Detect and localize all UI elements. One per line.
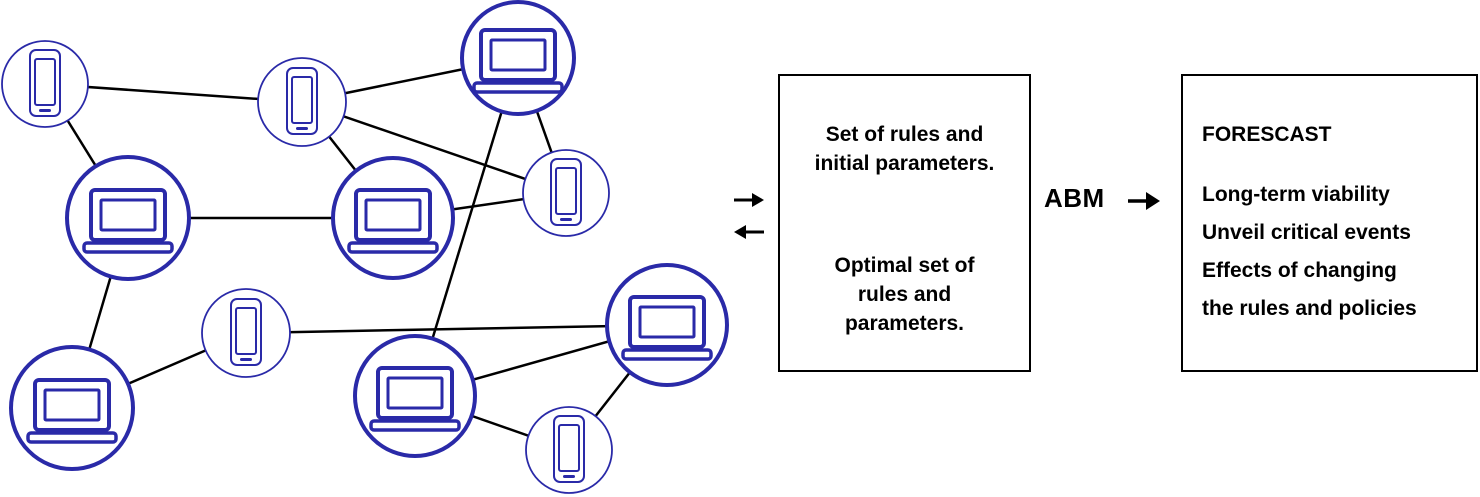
laptop-icon [472,28,564,94]
laptop-icon [621,295,713,361]
laptop-icon [26,378,118,444]
rules-box: Set of rules and initial parameters. Opt… [778,74,1031,372]
text-line: Set of rules and [825,123,984,146]
network-edge [245,323,668,335]
forecast-box: FORESCAST Long-term viability Unveil cri… [1181,74,1478,372]
phone-icon [286,67,318,135]
text-line: rules and [857,283,952,306]
laptop-icon [369,366,461,432]
forecast-list: Long-term viability Unveil critical even… [1202,176,1417,328]
phone-node [525,406,613,494]
laptop-node [331,156,455,280]
arrow-right-icon [1128,192,1160,210]
laptop-node [353,334,477,458]
text-line: Optimal set of [834,254,975,277]
phone-node [1,40,89,128]
phone-icon [550,158,582,226]
phone-node [201,288,291,378]
text-line: initial parameters. [814,152,995,175]
laptop-node [65,155,191,281]
laptop-icon [347,188,439,254]
forecast-item: Long-term viability [1202,183,1390,206]
phone-icon [230,298,262,366]
forecast-item: Unveil critical events [1202,221,1411,244]
network-edge [301,100,567,195]
laptop-node [9,345,135,471]
laptop-node [460,0,576,116]
initial-rules-text: Set of rules and initial parameters. [780,120,1029,178]
forecast-title: FORESCAST [1202,123,1332,146]
phone-node [522,149,610,237]
phone-icon [553,415,585,483]
laptop-node [605,263,729,387]
forecast-item: the rules and policies [1202,297,1417,320]
optimal-rules-text: Optimal set of rules and parameters. [780,251,1029,338]
abm-label: ABM [1044,183,1105,213]
network-diagram [1,0,729,494]
phone-icon [29,49,61,117]
laptop-icon [82,188,174,254]
phone-node [257,57,347,147]
exchange-arrows-icon [734,193,764,239]
forecast-item: Effects of changing [1202,259,1397,282]
text-line: parameters. [844,312,965,335]
